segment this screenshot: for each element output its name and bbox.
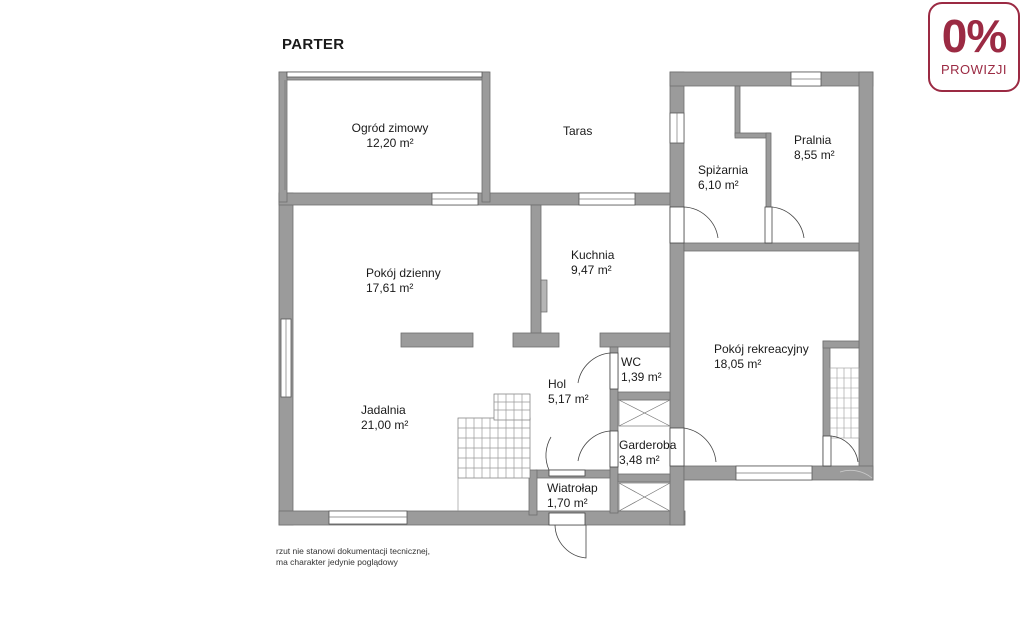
room-area: 12,20 m²	[366, 136, 414, 150]
room-area: 6,10 m²	[698, 178, 739, 192]
door-pantry	[764, 206, 773, 244]
door-closet	[822, 435, 832, 467]
room-name: Kuchnia	[571, 248, 615, 262]
closet-grid	[829, 367, 860, 439]
note-line: rzut nie stanowi dokumentacji tecnicznej…	[276, 546, 431, 556]
window-bottom-left	[328, 510, 408, 525]
floor-title: PARTER	[282, 36, 345, 53]
room-jadalnia: Jadalnia 21,00 m²	[361, 403, 408, 433]
door-recreation	[669, 427, 685, 467]
door-hall	[548, 469, 586, 477]
note-line: ma charakter jedynie poglądowy	[276, 557, 398, 567]
stairs	[457, 393, 531, 511]
wall-kitchen-stub	[512, 332, 560, 348]
door-entrance	[548, 512, 586, 526]
room-name: Spiżarnia	[698, 163, 749, 177]
wall-wing-right	[858, 71, 874, 481]
room-name: Jadalnia	[361, 403, 406, 417]
room-wiatrolap: Wiatrołap 1,70 m²	[547, 481, 598, 511]
wall-closet-top	[822, 340, 860, 349]
wall-kitchen	[530, 204, 542, 346]
wall-pantry-a	[734, 85, 741, 137]
door-wardrobe	[609, 430, 619, 468]
wall-wing-top	[669, 71, 874, 87]
room-kuchnia: Kuchnia 9,47 m²	[571, 248, 614, 278]
wall-garden-left	[278, 71, 288, 203]
room-spizarnia: Spiżarnia 6,10 m²	[698, 163, 748, 193]
room-name: Pokój rekreacyjny	[714, 342, 809, 356]
wall-garden-right	[481, 71, 491, 203]
room-pokoj-rekreacyjny: Pokój rekreacyjny 18,05 m²	[714, 342, 809, 372]
room-garderoba: Garderoba 3,48 m²	[619, 438, 676, 468]
room-wc: WC 1,39 m²	[621, 355, 662, 385]
room-area: 1,70 m²	[547, 496, 588, 510]
room-area: 5,17 m²	[548, 392, 589, 406]
room-hol: Hol 5,17 m²	[548, 377, 589, 407]
room-area: 18,05 m²	[714, 357, 762, 371]
commission-badge: 0% PROWIZJI	[928, 2, 1020, 92]
room-name: Pokój dzienny	[366, 266, 441, 280]
wall-living-stub	[400, 332, 474, 348]
wall-pantry-b	[734, 132, 771, 139]
disclaimer-note: rzut nie stanowi dokumentacji tecnicznej…	[276, 546, 430, 568]
wall-vestibule-left	[528, 469, 538, 516]
room-name: Wiatrołap	[547, 481, 598, 495]
chimney	[540, 279, 548, 313]
badge-percent: 0%	[941, 10, 1007, 62]
door-wc	[609, 352, 619, 390]
room-name: Taras	[563, 124, 593, 138]
room-taras: Taras	[563, 124, 592, 139]
room-area: 3,48 m²	[619, 453, 660, 467]
wall-wc-left	[609, 346, 619, 514]
room-area: 9,47 m²	[571, 263, 612, 277]
door-wing	[669, 206, 685, 244]
room-name: Hol	[548, 377, 567, 391]
room-pralnia: Pralnia 8,55 m²	[794, 133, 835, 163]
room-pokoj-dzienny: Pokój dzienny 17,61 m²	[366, 266, 441, 296]
room-name: Ogród zimowy	[351, 121, 429, 135]
doors	[545, 206, 873, 559]
wall-wc-top	[599, 332, 671, 348]
badge-label: PROWIZJI	[940, 62, 1008, 77]
room-ogrod-zimowy: Ogród zimowy 12,20 m²	[330, 121, 450, 151]
wall-wardrobe-bottom	[617, 473, 671, 483]
room-area: 21,00 m²	[361, 418, 409, 432]
room-name: WC	[621, 355, 641, 369]
room-area: 17,61 m²	[366, 281, 414, 295]
wall-pantry-laundry	[683, 242, 860, 252]
wall-wc-bottom	[617, 391, 671, 401]
storage-crosses	[618, 399, 671, 512]
window-garden-top	[286, 71, 483, 78]
room-name: Garderoba	[619, 438, 677, 452]
room-area: 1,39 m²	[621, 370, 662, 384]
windows	[280, 71, 822, 525]
room-area: 8,55 m²	[794, 148, 835, 162]
room-name: Pralnia	[794, 133, 832, 147]
